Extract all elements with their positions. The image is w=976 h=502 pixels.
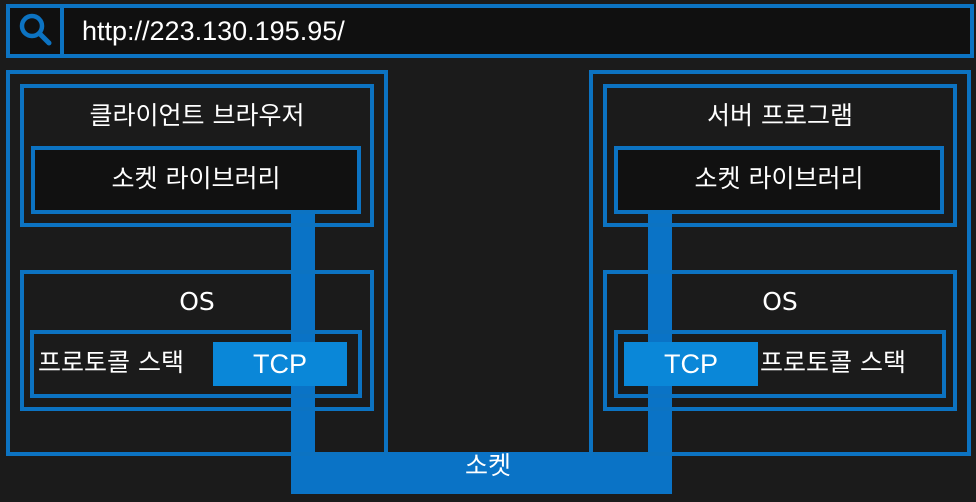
address-bar[interactable]: http://223.130.195.95/: [6, 4, 974, 58]
client-socket-library-label: 소켓 라이브러리: [111, 164, 281, 193]
client-browser-label: 클라이언트 브라우저: [89, 101, 305, 130]
server-os-box: [603, 270, 957, 411]
server-protocol-stack-label: 프로토콜 스택: [760, 348, 906, 377]
server-socket-library-label: 소켓 라이브러리: [694, 164, 864, 193]
socket-label: 소켓: [464, 451, 511, 480]
client-protocol-stack-label: 프로토콜 스택: [38, 348, 184, 377]
server-tcp-block: TCP: [624, 342, 758, 386]
server-protocol-stack-box: [614, 330, 946, 398]
search-icon: [18, 12, 52, 50]
server-socket-library-box: [614, 146, 944, 214]
client-socket-library-box: [31, 146, 361, 214]
client-tcp-block: TCP: [213, 342, 347, 386]
search-button[interactable]: [10, 8, 64, 54]
url-text[interactable]: http://223.130.195.95/: [82, 16, 345, 46]
server-os-label: OS: [762, 287, 798, 316]
socket-connection-pipe: [291, 452, 672, 494]
client-browser-box: [20, 84, 374, 227]
client-protocol-stack-box: [30, 330, 362, 398]
client-os-box: [20, 270, 374, 411]
client-os-label: OS: [179, 287, 215, 316]
server-host: [589, 70, 971, 456]
server-program-label: 서버 프로그램: [707, 101, 853, 130]
client-host: [6, 70, 388, 456]
server-program-box: [603, 84, 957, 227]
